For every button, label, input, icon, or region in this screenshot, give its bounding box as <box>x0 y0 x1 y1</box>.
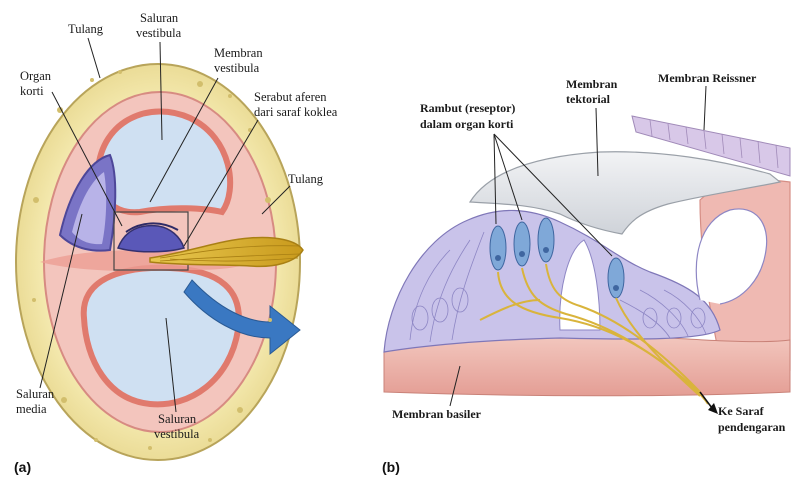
hair-cell-1 <box>490 226 506 270</box>
label-organ-korti-2: korti <box>20 84 44 98</box>
hair-cell-3 <box>538 218 554 262</box>
label-tulang-top: Tulang <box>68 22 104 36</box>
label-saluran-vestibula-top-2: vestibula <box>136 26 182 40</box>
label-rambut-2: dalam organ korti <box>420 117 514 131</box>
label-membran-tektorial-2: tektorial <box>566 92 611 106</box>
label-ke-saraf-1: Ke Saraf <box>718 404 765 418</box>
panel-b-organ-of-corti: Membran tektorial Membran Reissner Rambu… <box>382 71 790 475</box>
hair-cell-2 <box>514 222 530 266</box>
label-membran-vestibula-1: Membran <box>214 46 263 60</box>
label-saluran-media-1: Saluran <box>16 387 55 401</box>
label-membran-tektorial-1: Membran <box>566 77 618 91</box>
label-membran-basiler: Membran basiler <box>392 407 482 421</box>
panel-a-tag: (a) <box>14 459 31 475</box>
leader-membran-reissner <box>704 86 706 130</box>
label-rambut-1: Rambut (reseptor) <box>420 101 515 115</box>
label-saluran-vestibula-bottom-1: Saluran <box>158 412 197 426</box>
panel-a-cochlea-cross-section: Tulang Saluran vestibula Membran vestibu… <box>14 11 338 475</box>
label-serabut-2: dari saraf koklea <box>254 105 338 119</box>
leader-tulang-top <box>88 38 100 78</box>
label-tulang-right: Tulang <box>288 172 324 186</box>
label-saluran-vestibula-top-1: Saluran <box>140 11 179 25</box>
panel-b-tag: (b) <box>382 459 400 475</box>
label-ke-saraf-2: pendengaran <box>718 420 786 434</box>
label-organ-korti-1: Organ <box>20 69 52 83</box>
label-membran-reissner: Membran Reissner <box>658 71 757 85</box>
label-saluran-media-2: media <box>16 402 47 416</box>
label-serabut-1: Serabut aferen <box>254 90 327 104</box>
label-saluran-vestibula-bottom-2: vestibula <box>154 427 200 441</box>
label-membran-vestibula-2: vestibula <box>214 61 260 75</box>
hair-cell-4 <box>608 258 624 298</box>
